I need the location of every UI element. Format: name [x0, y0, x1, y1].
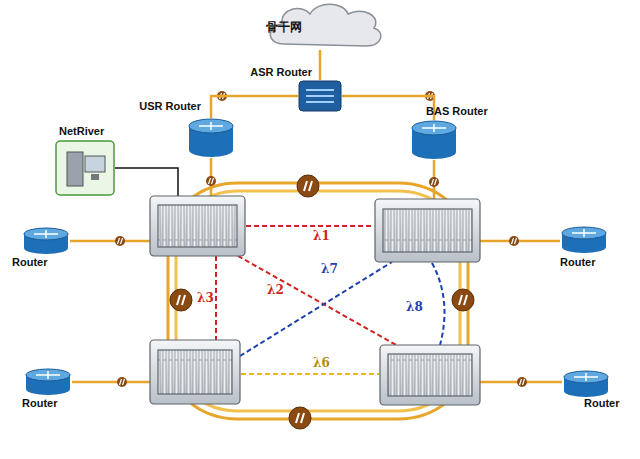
node-shape [562, 370, 610, 398]
router-icon: ASR Router [298, 80, 342, 112]
link-dot [206, 176, 216, 186]
router-icon: Router [22, 227, 70, 255]
node-label: Router [584, 397, 619, 409]
wavelength-label: λ8 [405, 300, 424, 314]
link-dot [517, 377, 527, 387]
server-icon: NetRiver [55, 140, 115, 196]
link-line [319, 50, 322, 80]
node-shape [410, 120, 458, 160]
node-shape [298, 80, 342, 112]
link-dot [509, 236, 519, 246]
node-shape [560, 226, 608, 254]
link-dot [117, 377, 127, 387]
link-line [342, 96, 434, 120]
wavelength-label: λ6 [312, 356, 331, 370]
wavelength-label: λ2 [266, 283, 285, 297]
node-label: 骨干网 [266, 19, 302, 36]
node-label: USR Router [139, 100, 201, 112]
router-icon: Router [24, 368, 72, 396]
node-label: Router [22, 397, 57, 409]
node-shape [55, 140, 115, 196]
link-dot [115, 236, 125, 246]
node-shape [187, 118, 235, 158]
node-label: NetRiver [59, 125, 104, 137]
router-icon: BAS Router [410, 120, 458, 160]
network-cloud: 骨干网 [262, 0, 388, 50]
router-icon: Router [560, 226, 608, 254]
wavelength-label: λ1 [312, 229, 331, 243]
node-label: ASR Router [250, 66, 312, 78]
router-icon: USR Router [187, 118, 235, 158]
node-shape [22, 227, 70, 255]
wavelength-label: λ7 [320, 262, 339, 276]
router-icon: Router [562, 370, 610, 398]
node-label: BAS Router [426, 105, 488, 117]
wavelength-label: λ3 [196, 291, 215, 305]
amplifier-symbol [289, 407, 311, 429]
link-dot [429, 177, 439, 187]
link-line [211, 96, 298, 118]
amplifier-symbol [297, 175, 319, 197]
amplifier-symbol [452, 289, 474, 311]
node-label: Router [560, 256, 595, 268]
node-label: Router [12, 256, 47, 268]
node-shape [24, 368, 72, 396]
amplifier-symbol [170, 289, 192, 311]
